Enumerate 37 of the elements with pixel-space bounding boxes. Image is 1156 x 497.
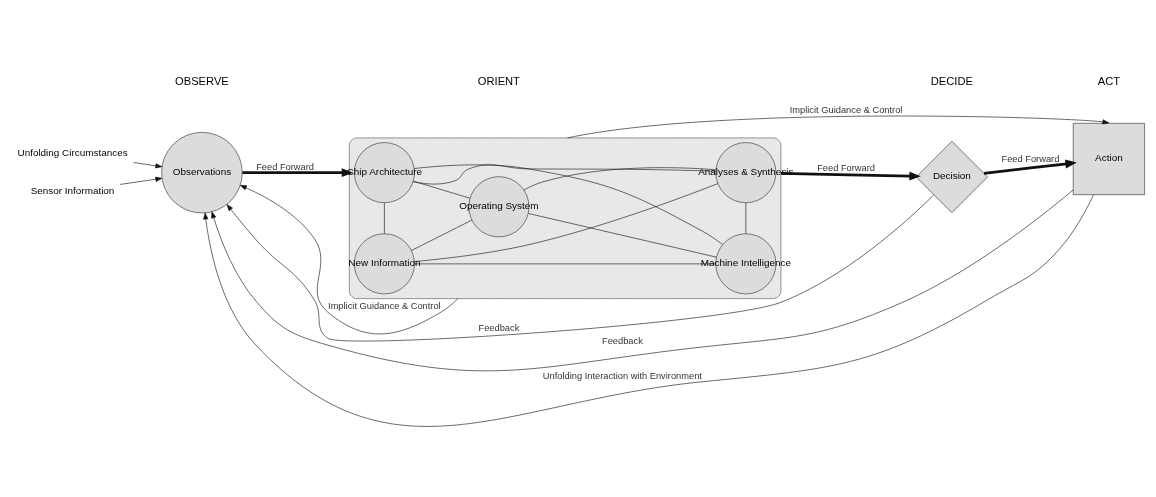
- connector: [384, 202, 385, 234]
- edge-label: Unfolding Interaction with Environment: [542, 370, 702, 381]
- node-label: Operating System: [459, 199, 539, 211]
- node-text: Unfolding Circumstances: [17, 146, 128, 158]
- label: OBSERVE: [175, 74, 229, 87]
- connector: [414, 263, 716, 264]
- connector: [528, 212, 717, 257]
- node-box: Action: [1072, 122, 1145, 195]
- connector: [523, 166, 717, 190]
- label: ORIENT: [477, 74, 520, 87]
- arrow: [119, 176, 163, 185]
- arrow: [567, 115, 1110, 138]
- edge-label: Feedback: [601, 335, 643, 346]
- edge-label: Implicit Guidance & Control: [789, 104, 903, 115]
- node-label: Machine Intelligence: [700, 256, 792, 268]
- label: ACT: [1097, 74, 1121, 87]
- node-diamond: Decision: [915, 140, 988, 213]
- connector: [413, 180, 471, 199]
- arrow: [226, 194, 935, 341]
- arrow: [211, 189, 1074, 371]
- arrow: [133, 161, 163, 168]
- arrow: [203, 193, 1094, 427]
- connector: [411, 219, 473, 251]
- edge-label: Feedback: [478, 322, 520, 333]
- arrow: [983, 158, 1077, 175]
- arrow: [780, 171, 921, 181]
- arrow: [239, 184, 459, 334]
- edge-label: Feed Forward: [256, 161, 315, 172]
- edge-label: Feed Forward: [1001, 153, 1060, 164]
- connector: [413, 164, 723, 245]
- node-text: Sensor Information: [30, 184, 115, 196]
- arrow: [242, 167, 354, 177]
- connector: [412, 163, 717, 184]
- connector: [414, 182, 719, 262]
- edge-label: Implicit Guidance & Control: [328, 300, 441, 311]
- edge-label: Feed Forward: [817, 162, 876, 173]
- label: DECIDE: [930, 74, 973, 87]
